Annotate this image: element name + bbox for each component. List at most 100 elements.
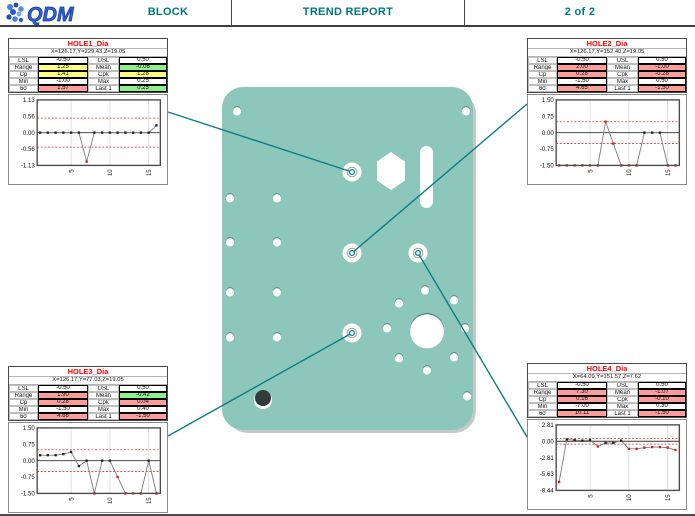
stat-value: -0.06 <box>119 63 167 71</box>
stat-label: LSL <box>528 56 557 64</box>
stat-value: -1.50 <box>119 412 167 420</box>
bolt-hole <box>422 365 432 375</box>
stat-value: 1.41 <box>38 70 88 78</box>
stat-label: Mean <box>88 391 119 399</box>
stat-value: -0.42 <box>119 391 167 399</box>
stat-label: 6σ <box>9 84 38 92</box>
stat-value: 1.90 <box>38 391 88 399</box>
stat-value: 10.11 <box>557 409 607 417</box>
small-hole <box>272 287 282 297</box>
stat-label: Max <box>88 405 119 413</box>
stat-label: USL <box>607 56 638 64</box>
stat-label: Cpk <box>88 398 119 406</box>
stat-label: 6σ <box>528 84 557 92</box>
bolt-hole <box>449 295 459 305</box>
stat-label: Cp <box>528 395 557 403</box>
stat-label: 6σ <box>9 412 38 420</box>
svg-text:0.00: 0.00 <box>23 131 35 137</box>
stat-value: 0.30 <box>638 402 686 410</box>
svg-text:-2.81: -2.81 <box>540 456 554 462</box>
hole3-stat-table: HOLE3_Dia X=126.17,Y=77.03,Z=19.05 LSL -… <box>8 366 168 421</box>
svg-text:15: 15 <box>147 169 153 176</box>
stat-label: Cpk <box>88 70 119 78</box>
stat-value: 0.50 <box>119 384 167 392</box>
svg-text:-1.50: -1.50 <box>21 492 35 498</box>
stat-label: Cpk <box>607 70 638 78</box>
hole2-stat-table: HOLE2_Dia X=126.17,Y=152.40,Z=19.05 LSL … <box>527 38 687 93</box>
large-hole <box>410 314 444 349</box>
svg-text:-5.63: -5.63 <box>540 472 554 478</box>
stat-value: -1.07 <box>638 388 686 396</box>
page-number-label: 2 of 2 <box>564 6 596 18</box>
callout-endpoints <box>348 168 422 337</box>
stat-label: Min <box>528 402 557 410</box>
panel-title: HOLE2_Dia <box>528 39 686 49</box>
svg-text:-1.50: -1.50 <box>540 164 554 170</box>
stat-value: -1.00 <box>638 63 686 71</box>
stat-label: Min <box>9 405 38 413</box>
panel-coordinates: X=64.09,Y=151.57,Z=7.62 <box>528 374 686 382</box>
stat-value: 1.28 <box>119 70 167 78</box>
svg-text:-0.56: -0.56 <box>21 147 35 153</box>
stat-label: Cp <box>9 398 38 406</box>
bolt-hole <box>420 285 430 295</box>
stat-label: Range <box>528 63 557 71</box>
report-type-label: TREND REPORT <box>302 6 394 18</box>
stat-label: LSL <box>9 384 38 392</box>
stat-value: 0.50 <box>638 56 686 64</box>
bolt-hole <box>382 323 392 333</box>
stat-value: -0.50 <box>557 56 607 64</box>
stat-label: Last 1 <box>88 84 119 92</box>
stat-value: 0.50 <box>638 381 686 389</box>
callout-lines <box>167 103 528 438</box>
svg-text:2.81: 2.81 <box>542 423 554 429</box>
bolt-hole <box>394 353 404 363</box>
svg-text:10: 10 <box>108 497 114 504</box>
hole1-stat-table: HOLE1_Dia X=126.17,Y=229.43,Z=19.05 LSL … <box>8 38 168 93</box>
stat-value: -0.50 <box>38 384 88 392</box>
molecule-icon <box>6 2 24 23</box>
stat-label: USL <box>88 56 119 64</box>
small-hole <box>462 391 472 401</box>
hole3-marker <box>348 329 356 337</box>
hole4-panel: HOLE4_Dia X=64.09,Y=151.57,Z=7.62 LSL -0… <box>527 363 687 510</box>
svg-text:5: 5 <box>69 169 75 173</box>
small-hole <box>272 193 282 203</box>
hole2-panel: HOLE2_Dia X=126.17,Y=152.40,Z=19.05 LSL … <box>527 38 687 185</box>
stat-label: Mean <box>607 63 638 71</box>
panel-title: HOLE3_Dia <box>9 367 167 377</box>
stat-value: 7.30 <box>557 388 607 396</box>
svg-text:0.75: 0.75 <box>542 114 554 120</box>
stat-label: Last 1 <box>607 84 638 92</box>
stat-grid: LSL -0.50 USL 0.50 Range 2.00 Mean -1.00… <box>528 56 686 92</box>
header-divider <box>464 0 465 25</box>
small-hole <box>225 237 235 247</box>
stat-label: USL <box>88 384 119 392</box>
hex-cutout <box>377 152 405 190</box>
small-hole <box>461 106 471 116</box>
counterbore-hole <box>255 390 271 406</box>
svg-text:0.00: 0.00 <box>542 439 554 445</box>
svg-text:5: 5 <box>69 497 75 501</box>
stat-grid: LSL -0.50 USL 0.50 Range 1.25 Mean -0.06… <box>9 56 167 92</box>
stat-value: -0.28 <box>638 70 686 78</box>
hole4-callout-line <box>417 252 528 438</box>
page-bottom-rule <box>0 514 695 516</box>
stat-label: Cpk <box>607 395 638 403</box>
stat-value: 0.28 <box>557 70 607 78</box>
panel-coordinates: X=126.17,Y=152.40,Z=19.05 <box>528 49 686 57</box>
hole4-marker <box>414 249 422 257</box>
svg-text:0.00: 0.00 <box>542 131 554 137</box>
stat-value: -1.50 <box>38 405 88 413</box>
panel-title: HOLE1_Dia <box>9 39 167 49</box>
stat-label: Max <box>88 77 119 85</box>
stat-value: 0.50 <box>638 77 686 85</box>
hole3-callout-line <box>167 332 353 437</box>
stat-value: 4.66 <box>38 412 88 420</box>
svg-text:10: 10 <box>627 169 633 176</box>
